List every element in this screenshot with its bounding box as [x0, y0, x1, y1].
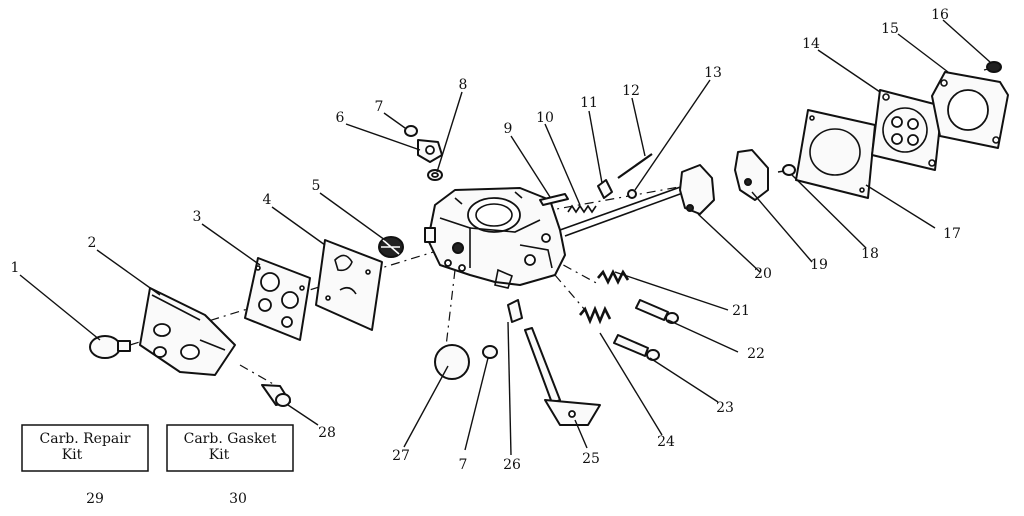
- part-5-filter-screen: [378, 236, 404, 258]
- callout-8: 8: [459, 77, 468, 93]
- part-13-throttle-shaft: [559, 179, 703, 237]
- callout-23: 23: [716, 400, 734, 416]
- part-17-gasket: [795, 109, 876, 199]
- callout-11: 11: [580, 95, 598, 111]
- part-1-screw: [89, 335, 131, 359]
- part-12-wire: [617, 153, 653, 179]
- callout-6: 6: [336, 110, 345, 126]
- callout-22: 22: [747, 346, 765, 362]
- callout-1: 1: [11, 260, 20, 276]
- callout-14: 14: [802, 36, 820, 52]
- part-21-spring: [597, 269, 630, 285]
- callout-17: 17: [943, 226, 961, 242]
- callout-27: 27: [392, 448, 410, 464]
- part-10-spring: [567, 204, 597, 214]
- repair-kit-box: Carb. Repair Kit: [21, 424, 149, 472]
- callout-labels: 1 2 3 4 5 6 7 8 9 10 11 12 13 14 15 16 1…: [11, 7, 961, 507]
- callout-4: 4: [263, 192, 272, 208]
- callout-13: 13: [704, 65, 722, 81]
- callout-3: 3: [193, 209, 202, 225]
- part-7-screw-top: [404, 125, 418, 137]
- gasket-kit-line1: Carb. Gasket: [184, 431, 277, 447]
- part-25-metering-lever: [524, 327, 601, 426]
- part-28-fitting: [261, 384, 291, 407]
- callout-20: 20: [754, 266, 772, 282]
- part-4-gasket: [315, 239, 383, 331]
- callout-7-bottom: 7: [459, 457, 468, 473]
- part-15-cover: [931, 71, 1009, 149]
- part-6-throttle-plate: [417, 139, 443, 163]
- callout-16: 16: [931, 7, 949, 23]
- callout-2: 2: [88, 235, 97, 251]
- part-19-choke-lever: [734, 149, 769, 201]
- part-20-throttle-lever: [679, 164, 715, 215]
- callout-18: 18: [861, 246, 879, 262]
- callout-12: 12: [622, 83, 640, 99]
- leader-lines: [19, 19, 991, 456]
- part-3-diaphragm: [244, 257, 311, 341]
- gasket-kit-line2: Kit: [209, 447, 230, 463]
- callout-25: 25: [582, 451, 600, 467]
- part-27-disc: [434, 344, 470, 380]
- callout-9: 9: [504, 121, 513, 137]
- carburetor-body: [424, 187, 566, 289]
- part-2-pump-cover: [139, 287, 236, 376]
- callout-10: 10: [536, 110, 554, 126]
- callout-29: 29: [86, 491, 104, 507]
- part-24-spring: [579, 305, 612, 325]
- repair-kit-line2: Kit: [62, 447, 83, 463]
- part-14-diaphragm: [871, 89, 943, 171]
- callout-28: 28: [318, 425, 336, 441]
- callout-7-top: 7: [375, 99, 384, 115]
- callout-15: 15: [881, 21, 899, 37]
- callout-19: 19: [810, 257, 828, 273]
- part-26-inlet-needle: [507, 299, 523, 323]
- part-23-needle: [613, 334, 660, 361]
- callout-21: 21: [732, 303, 750, 319]
- part-16-screw: [983, 61, 1002, 73]
- part-18-screw: [777, 164, 796, 176]
- repair-kit-line1: Carb. Repair: [40, 431, 131, 447]
- gasket-kit-box: Carb. Gasket Kit: [166, 424, 294, 472]
- part-11-lever: [597, 179, 613, 199]
- part-22-needle: [635, 299, 679, 324]
- callout-26: 26: [503, 457, 521, 473]
- callout-5: 5: [312, 178, 321, 194]
- part-8-washer: [427, 169, 443, 181]
- part-7-screw-bottom: [482, 345, 498, 359]
- part-9-pin: [539, 193, 569, 206]
- callout-30: 30: [229, 491, 247, 507]
- callout-24: 24: [657, 434, 675, 450]
